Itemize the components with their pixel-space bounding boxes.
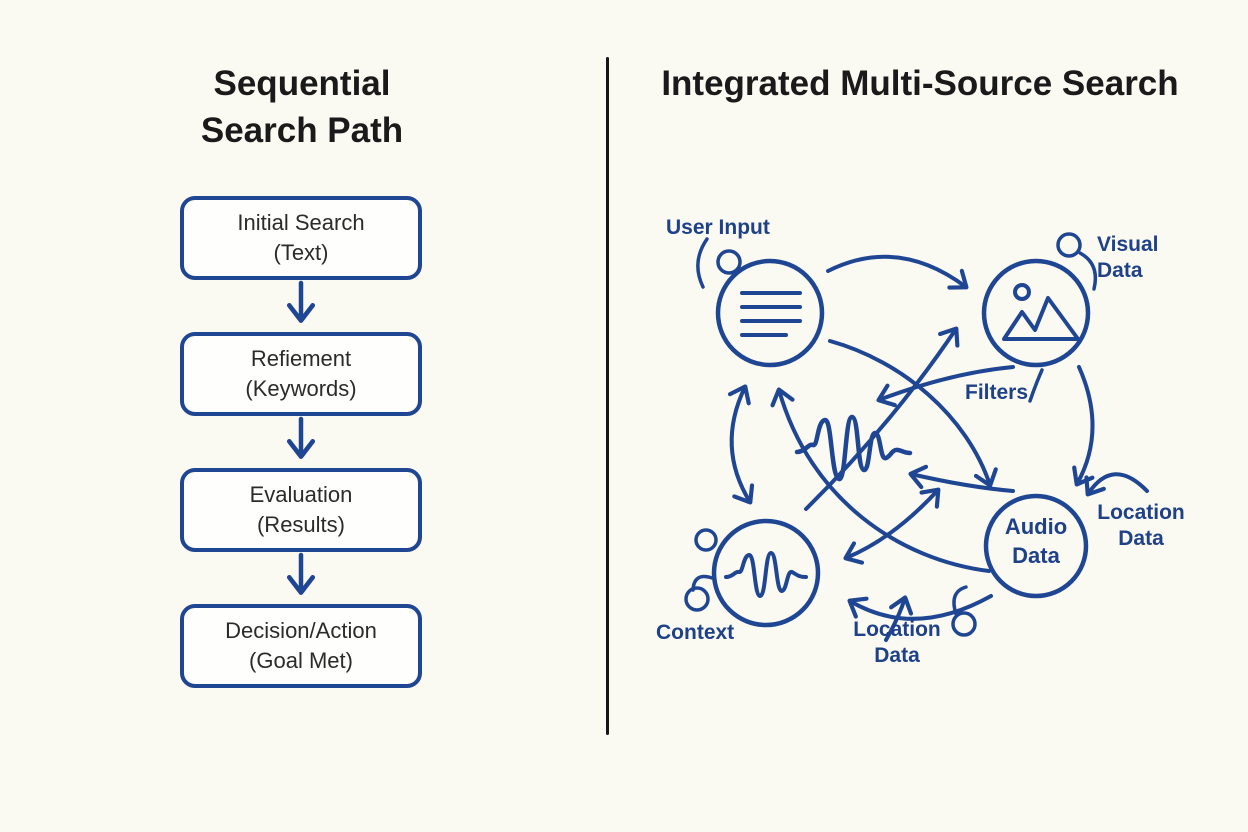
label-filters: Filters <box>965 381 1029 404</box>
waveform-icon <box>724 550 808 599</box>
right-panel-title: Integrated Multi-Source Search <box>661 64 1179 103</box>
flow-box-line: Refiement <box>250 346 352 371</box>
flow-box-evaluation: Evaluation (Results) <box>180 468 422 552</box>
visual-data-node <box>981 258 1091 368</box>
arrow-context-to-visual <box>804 326 960 511</box>
visual-data-leader-dot <box>1056 232 1082 258</box>
text-lines-icon <box>740 291 802 337</box>
label-audio-data: Audio Data <box>1004 514 1068 568</box>
arrow-user-context-bidirectional <box>727 384 755 505</box>
context-leader-dot <box>684 586 710 612</box>
arrow-user-to-audio <box>828 339 998 488</box>
flow-box-line: Initial Search <box>237 210 365 235</box>
panel-divider <box>606 57 609 735</box>
user-input-leader-dot <box>716 249 742 275</box>
visual-data-leader-line <box>1078 251 1098 291</box>
location-leader-line <box>952 585 968 616</box>
label-location-data-bottom: Location Data <box>853 618 941 667</box>
location-leader-dot <box>951 611 977 637</box>
flow-box-line: Evaluation <box>249 482 353 507</box>
label-location-data-right: Location Data <box>1097 501 1185 550</box>
flow-box-line: (Text) <box>273 240 329 265</box>
label-user-input: User Input <box>666 216 770 239</box>
flow-box-refinement: Refiement (Keywords) <box>180 332 422 416</box>
waveform-icon <box>794 414 913 482</box>
flow-box-line: (Keywords) <box>245 376 357 401</box>
image-icon <box>1002 283 1080 341</box>
arrow-visual-to-audio <box>1072 365 1095 487</box>
context-leader-line <box>691 574 714 592</box>
user-input-node <box>715 258 825 368</box>
arrow-audio-to-user <box>770 387 991 573</box>
left-panel-title: Sequential Search Path <box>200 64 404 150</box>
flow-box-initial-search: Initial Search (Text) <box>180 196 422 280</box>
filters-leader-line <box>1028 368 1044 403</box>
flow-box-line: (Goal Met) <box>249 648 353 673</box>
arrow-user-to-visual <box>826 254 969 290</box>
label-visual-data: Visual Data <box>1097 233 1159 282</box>
flow-box-line: (Results) <box>256 512 345 537</box>
user-input-leader-line <box>696 237 709 289</box>
flow-box-decision-action: Decision/Action (Goal Met) <box>180 604 422 688</box>
arrow-audio-to-context-bottom <box>847 594 993 621</box>
context-node <box>711 518 821 628</box>
arrow-audio-to-center <box>908 464 1015 493</box>
flow-box-line: Decision/Action <box>225 618 377 643</box>
context-leader-dot <box>694 528 718 552</box>
label-context: Context <box>656 621 735 644</box>
arrow-context-center-bidirectional <box>843 487 941 565</box>
arrow-location-to-audio <box>1084 472 1149 497</box>
